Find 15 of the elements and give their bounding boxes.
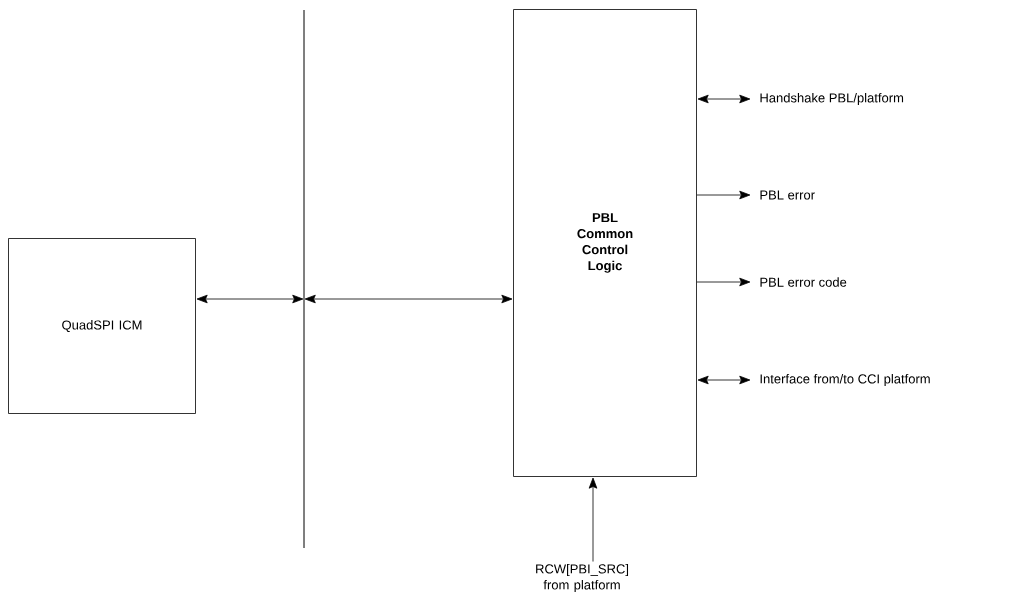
signal-label: RCW[PBI_SRC] from platform <box>536 563 628 593</box>
arrow <box>697 375 751 385</box>
arrow <box>196 294 304 304</box>
signal-label: Interface from/to CCI platform <box>760 373 930 387</box>
arrow <box>696 277 751 287</box>
signal-label: PBL error code <box>760 277 847 287</box>
arrow <box>304 294 513 304</box>
arrow <box>588 477 598 562</box>
signal-label: Handshake PBL/platform <box>760 92 904 106</box>
bus-line <box>303 9 305 549</box>
arrow <box>697 94 751 104</box>
arrow <box>696 190 751 200</box>
signal-label: PBL error <box>760 190 815 200</box>
logic-block-box: PBL Common Control Logic <box>513 9 697 477</box>
block-box: QuadSPI ICM <box>8 238 196 414</box>
